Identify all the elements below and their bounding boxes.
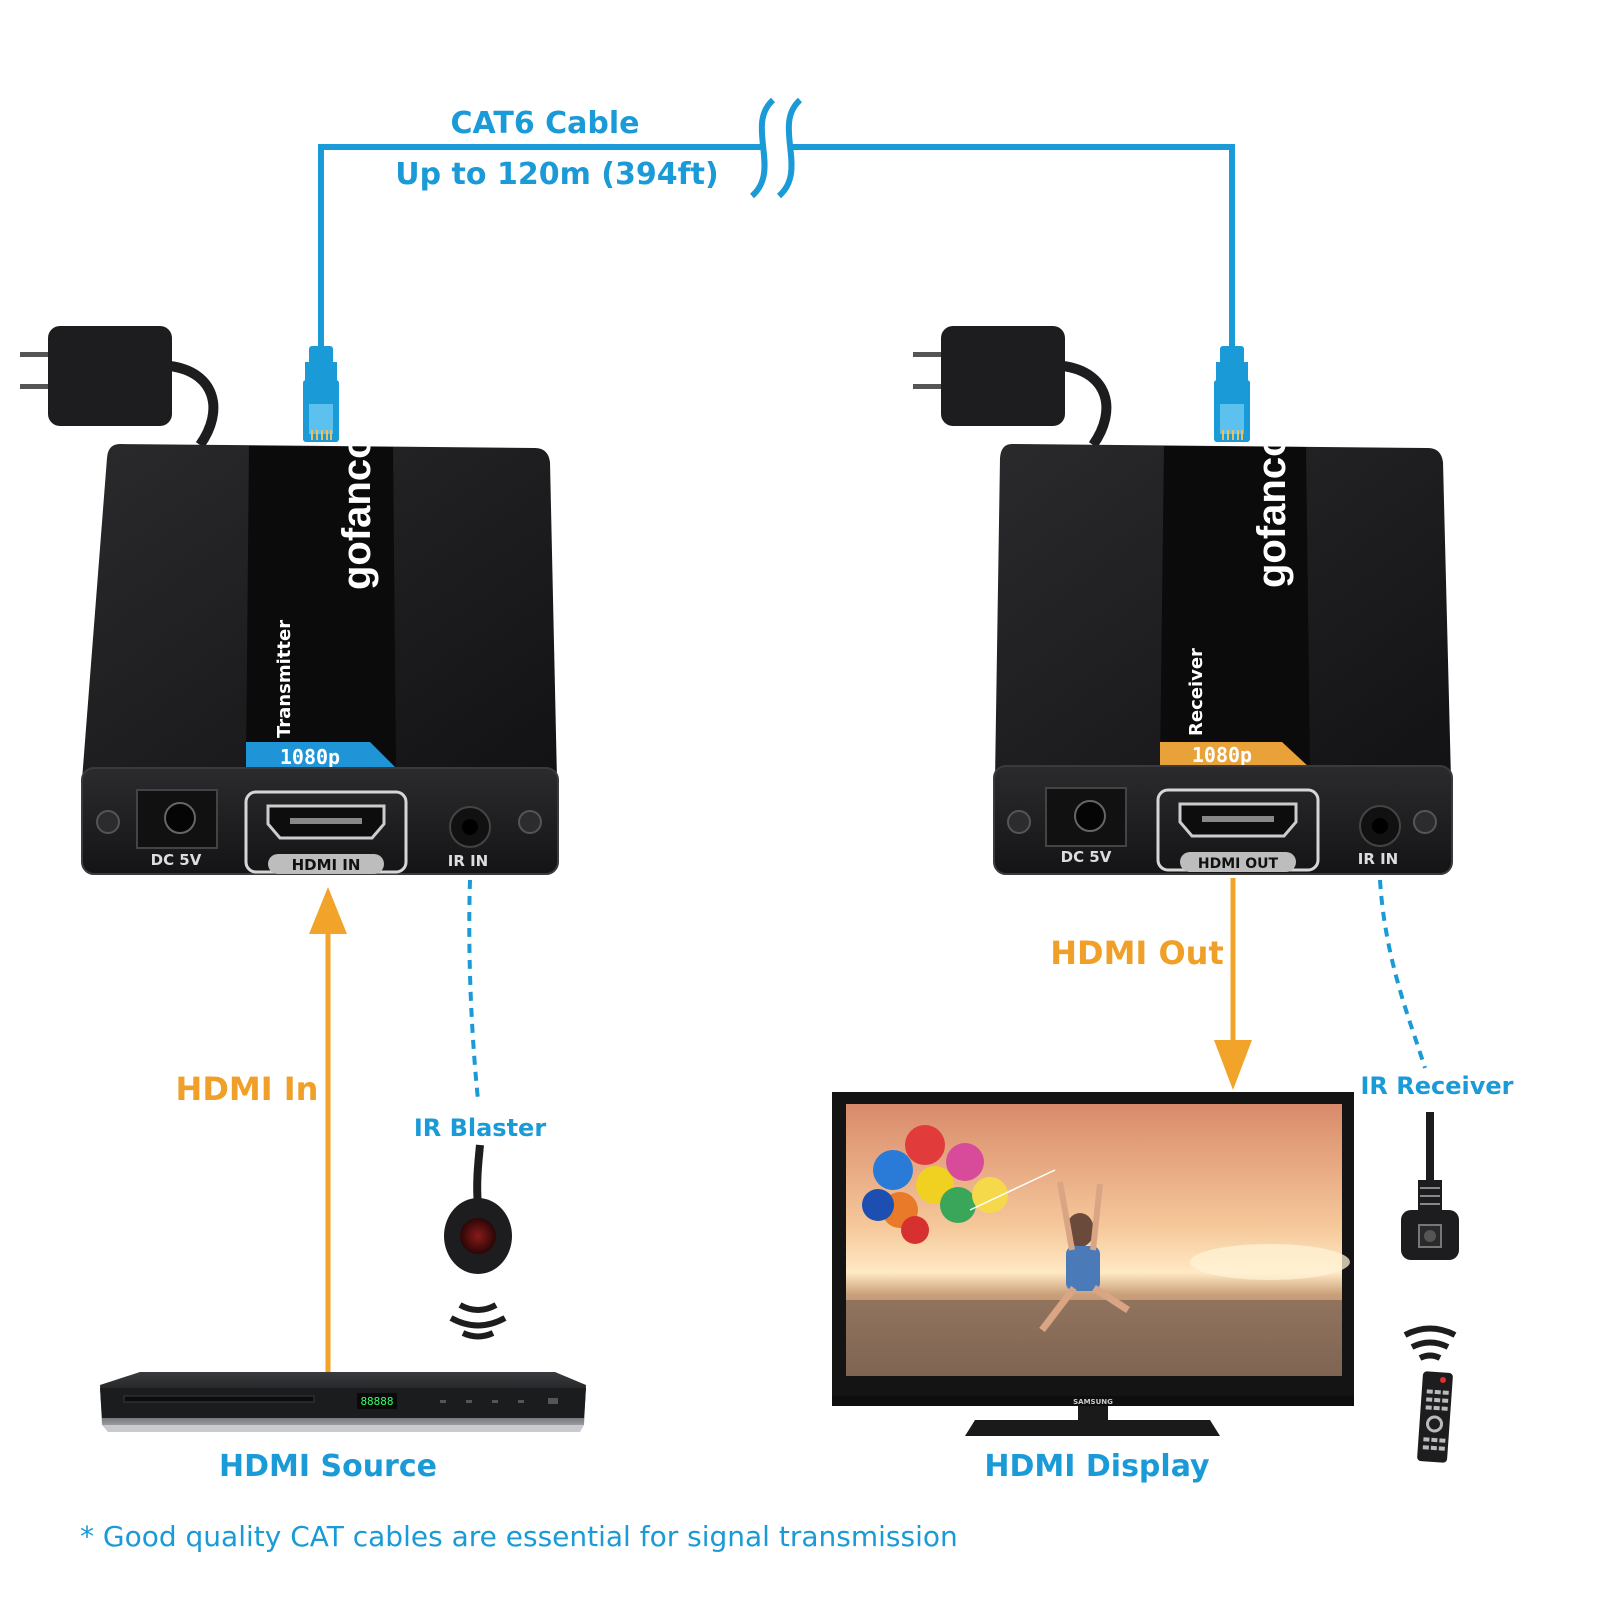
remote-control-icon	[1417, 1371, 1453, 1463]
screw-icon	[1007, 810, 1031, 834]
footnote: * Good quality CAT cables are essential …	[80, 1520, 958, 1553]
hdmi-in-label: HDMI In	[176, 1070, 319, 1108]
dc-jack-port	[136, 789, 218, 849]
hdmi-port-label: HDMI IN	[292, 856, 361, 874]
ir-port-label: IR IN	[448, 852, 489, 870]
tv-brand: SAMSUNG	[1073, 1398, 1113, 1406]
balloons-icon	[862, 1125, 1056, 1244]
brand-logo: gofanco	[335, 434, 379, 590]
transmitter-unit: gofanco Transmitter 1080p DC 5V HDMI IN …	[81, 434, 559, 875]
unit-role-label: Transmitter	[274, 620, 295, 738]
rj45-plug-icon	[1214, 346, 1250, 442]
hdmi-display-label: HDMI Display	[984, 1449, 1210, 1484]
resolution-label: 1080p	[280, 745, 340, 769]
dc-port-label: DC 5V	[1061, 848, 1112, 866]
player-display: 88888	[360, 1395, 393, 1408]
ir-receiver-cable	[1378, 879, 1427, 1069]
brand-logo: gofanco	[1250, 432, 1294, 588]
cable-break-icon	[749, 97, 776, 199]
screw-icon	[96, 810, 120, 834]
power-adapter-icon	[913, 326, 1112, 448]
resolution-badge	[1160, 742, 1310, 768]
tv-display-icon: SAMSUNG	[832, 1092, 1354, 1436]
hdmi-in-arrow	[309, 887, 347, 1380]
ir-blaster-cable	[467, 879, 480, 1101]
cat6-cable: CAT6 Cable Up to 120m (394ft)	[318, 97, 1235, 351]
cable-distance: Up to 120m (394ft)	[395, 157, 718, 192]
unit-role-label: Receiver	[1186, 648, 1207, 736]
hdmi-port-label: HDMI OUT	[1198, 856, 1279, 872]
hdmi-out-arrow	[1214, 878, 1252, 1090]
bluray-player-icon: 88888	[100, 1372, 586, 1432]
dc-port-label: DC 5V	[151, 851, 202, 869]
cable-title: CAT6 Cable	[450, 106, 639, 141]
resolution-label: 1080p	[1192, 743, 1252, 767]
power-adapter-icon	[20, 326, 219, 448]
ir-blaster-icon	[444, 1144, 512, 1274]
resolution-badge	[246, 742, 396, 768]
hdmi-source-label: HDMI Source	[219, 1449, 437, 1484]
ir-port-label: IR IN	[1358, 850, 1399, 868]
screw-icon	[518, 810, 542, 834]
ir-signal-icon	[1403, 1325, 1457, 1361]
receiver-unit: gofanco Receiver 1080p DC 5V HDMI OUT IR…	[993, 432, 1453, 875]
ir-blaster-label: IR Blaster	[414, 1114, 547, 1142]
hdmi-out-label: HDMI Out	[1050, 934, 1224, 972]
rj45-plug-icon	[303, 346, 339, 442]
screw-icon	[1413, 810, 1437, 834]
jumping-girl-icon	[1039, 1181, 1130, 1333]
ir-receiver-label: IR Receiver	[1360, 1072, 1513, 1100]
ir-receiver-icon	[1401, 1112, 1459, 1260]
ir-signal-icon	[449, 1302, 507, 1340]
